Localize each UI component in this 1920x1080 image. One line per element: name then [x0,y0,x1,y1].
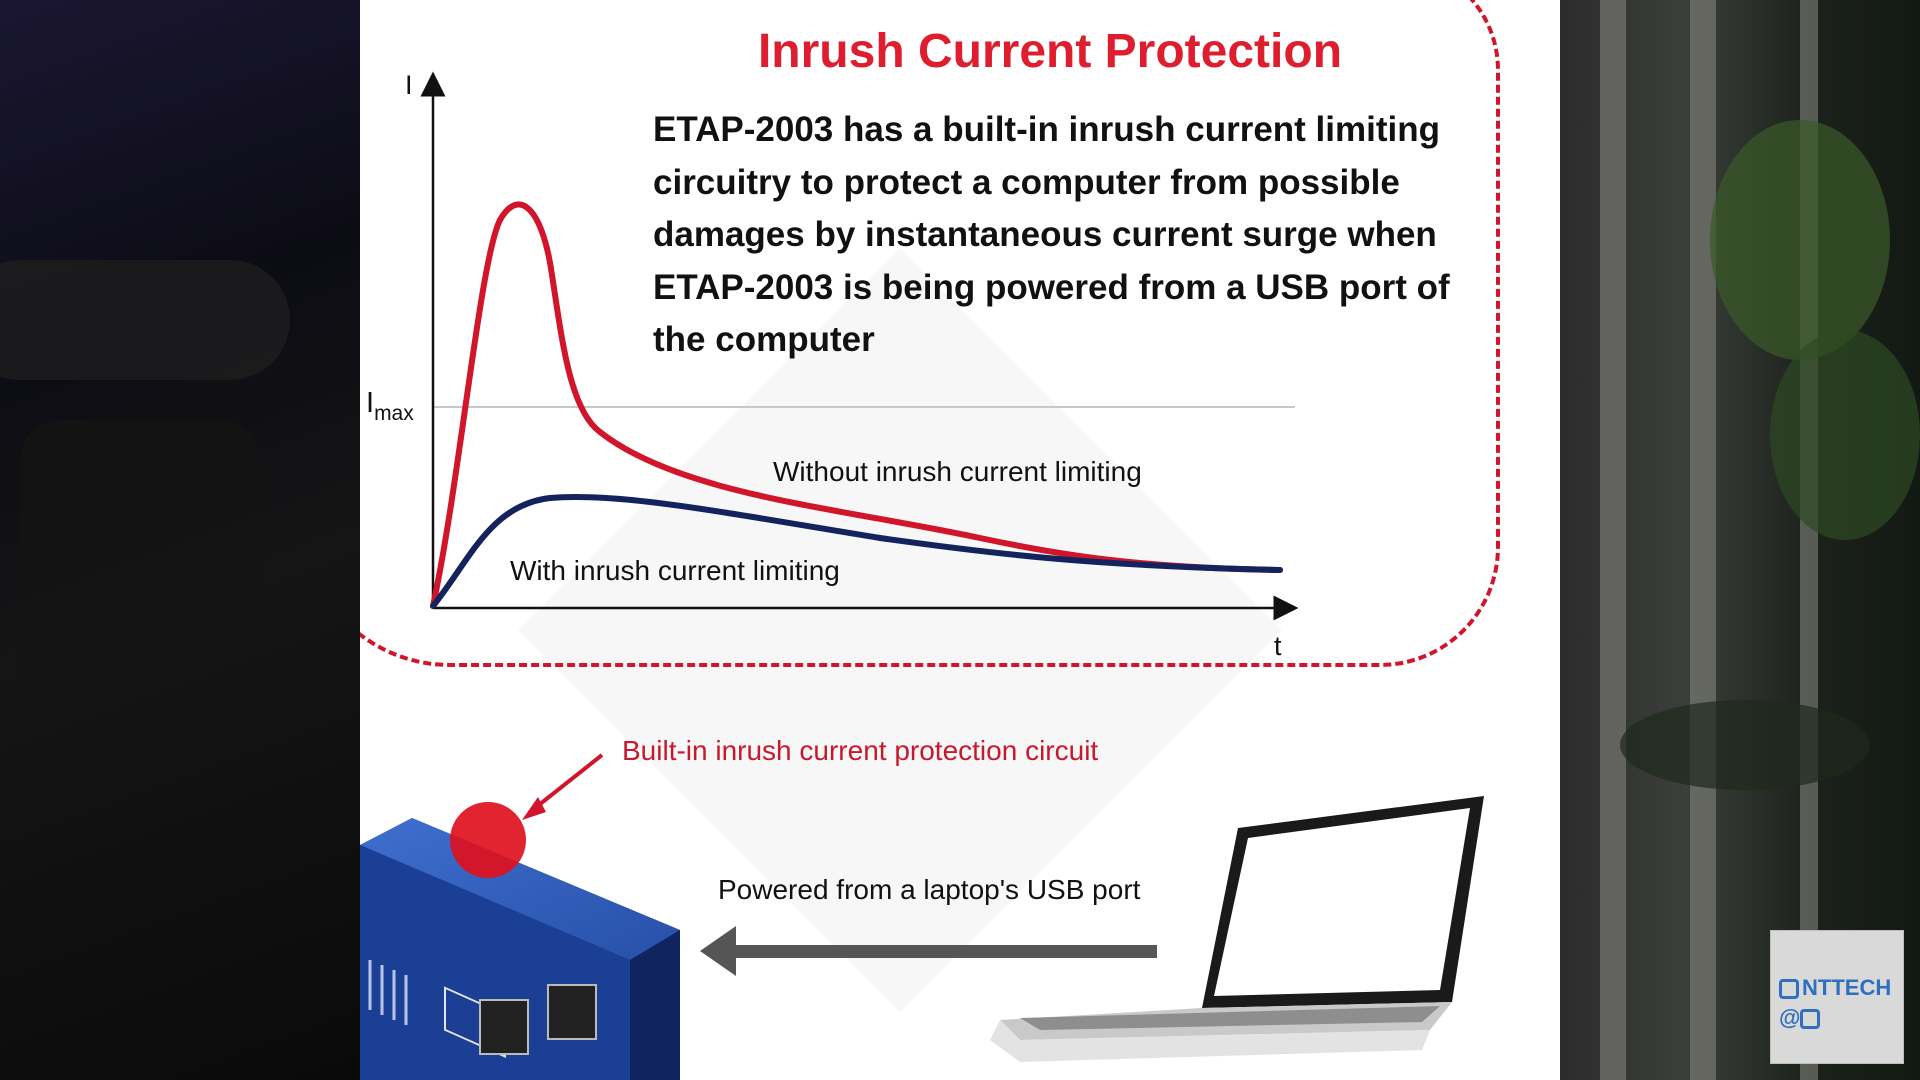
laptop-icon [990,796,1484,1062]
protection-circuit-callout: Built-in inrush current protection circu… [622,735,1099,766]
watermark-ring-icon [1779,979,1799,1000]
watermark-text: NTTECH [1802,975,1892,1000]
power-arrow-shaft [717,945,1157,958]
leaf-shape [1710,120,1890,360]
watermark-line-2: @ [1779,1005,1823,1031]
dashed-frame [360,0,1500,667]
channel-watermark: NTTECH @ [1770,930,1904,1064]
curve-with-limiting [430,493,1283,609]
background-shape [20,420,260,720]
leaf-shape [1620,700,1870,790]
ethernet-port-icon [479,999,529,1055]
background-bar [1690,0,1716,1080]
watermark-ring-icon [1800,1009,1821,1030]
curve-without-limiting [430,201,1283,609]
background-bar [1600,0,1626,1080]
imax-label-sub: max [374,402,414,425]
curve-with-label: With inrush current limiting [510,555,840,586]
imax-label-main: I [366,387,374,419]
imax-label: Imax [366,387,414,425]
power-arrow-head [700,926,736,976]
background-right [1560,0,1920,1080]
network-tap-device-icon [360,802,680,1080]
slide-description: ETAP-2003 has a built-in inrush current … [653,110,1450,359]
callout-arrow [528,753,604,814]
y-axis-label: I [405,70,413,100]
inrush-current-graph: I t Imax Without inrush current limiting… [360,70,1484,1080]
slide: Inrush Current Protection ETAP-2003 has … [360,0,1560,1080]
curve-without-label: Without inrush current limiting [773,456,1142,487]
callout-arrow-head [522,797,546,820]
power-source-label: Powered from a laptop's USB port [718,874,1141,905]
leaf-shape [1770,330,1920,540]
x-axis-label: t [1274,631,1282,661]
watermark-line-1: NTTECH [1779,975,1891,1001]
slide-title: Inrush Current Protection [757,25,1343,78]
ethernet-port-icon [547,984,597,1040]
background-left [0,0,360,1080]
background-shape [0,260,290,380]
protection-circuit-highlight [450,802,526,878]
